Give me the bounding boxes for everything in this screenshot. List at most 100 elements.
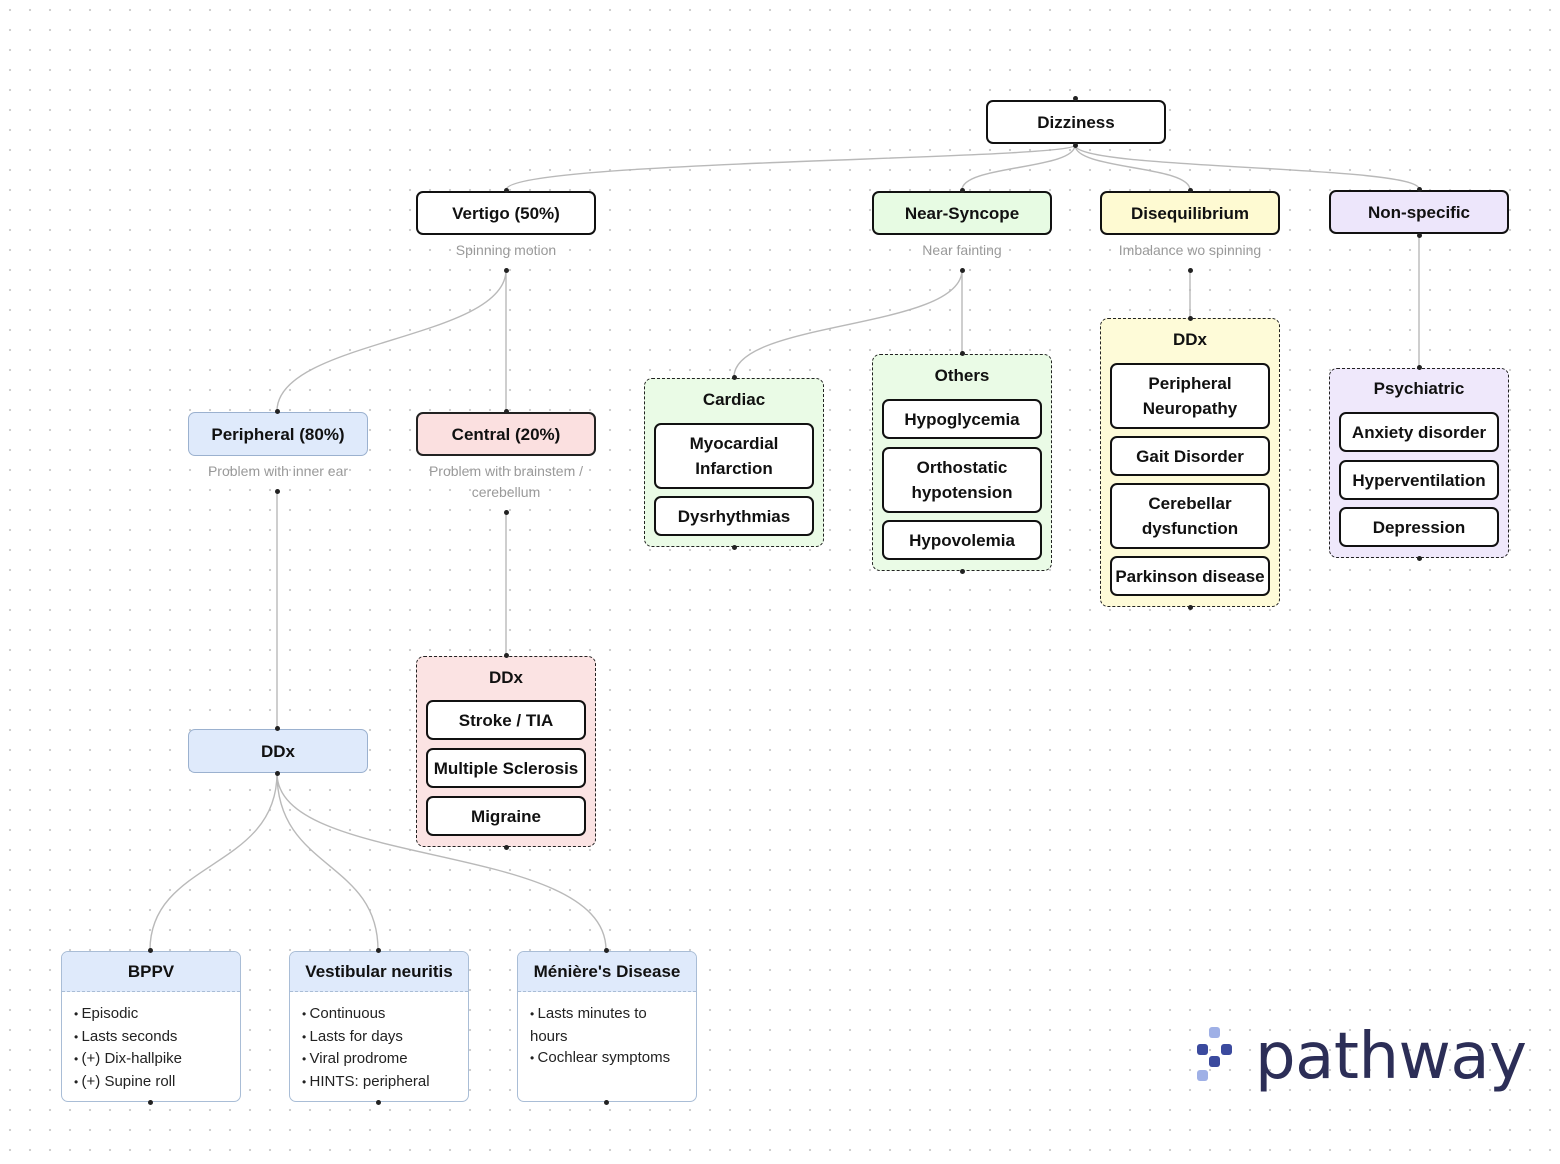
disequilibrium-ddx-item[interactable]: Parkinson disease [1110,556,1270,596]
others-item[interactable]: Hypovolemia [882,520,1042,560]
central-node[interactable]: Central (20%) [416,412,596,456]
disequilibrium-ddx-item[interactable]: Peripheral Neuropathy [1110,363,1270,429]
menieres-card-list: Lasts minutes to hours Cochlear symptoms [518,992,696,1070]
card-bullet: Viral prodrome [302,1048,458,1071]
connector-dot [274,770,280,776]
card-bullet: (+) Supine roll [74,1071,230,1094]
central-ddx-title: DDx [488,668,523,687]
connector-dot [959,267,965,273]
connector-dot [959,350,965,356]
connector-dot [503,267,509,273]
card-bullet: Lasts for days [302,1026,458,1049]
connector-dot [274,408,280,414]
connector-dot [503,844,509,850]
others-title: Others [934,366,990,385]
card-bullet: Cochlear symptoms [530,1047,686,1070]
connector-dot [147,947,153,953]
pathway-logo-wordmark: pathway [1255,1020,1527,1094]
central-ddx-group: DDx Stroke / TIA Multiple Sclerosis Migr… [416,656,596,847]
others-group: Others Hypoglycemia Orthostatic hypotens… [872,354,1052,571]
edge-ddx-vestibular [276,772,379,951]
card-bullet: (+) Dix-hallpike [74,1048,230,1071]
cardiac-title: Cardiac [702,390,766,409]
card-bullet: Lasts minutes to hours [530,1003,686,1047]
edge-root-nearsyncope [961,144,1076,191]
central-ddx-item[interactable]: Multiple Sclerosis [426,748,586,788]
non-specific-node[interactable]: Non-specific [1329,190,1509,234]
connector-dot [503,408,509,414]
connector-dot [603,947,609,953]
disequilibrium-ddx-title: DDx [1172,330,1207,349]
bppv-card-list: Episodic Lasts seconds (+) Dix-hallpike … [62,992,240,1094]
edge-vertigo-peripheral [276,269,507,412]
central-ddx-item[interactable]: Stroke / TIA [426,700,586,740]
bppv-card[interactable]: BPPV Episodic Lasts seconds (+) Dix-hall… [61,951,241,1102]
edge-root-vertigo [505,144,1076,191]
connector-dot [1072,142,1078,148]
vertigo-node[interactable]: Vertigo (50%) [416,191,596,235]
edge-nearsyncope-cardiac [733,269,963,378]
menieres-card[interactable]: Ménière's Disease Lasts minutes to hours… [517,951,697,1102]
psychiatric-item[interactable]: Anxiety disorder [1339,412,1499,452]
disequilibrium-ddx-item[interactable]: Cerebellar dysfunction [1110,483,1270,549]
vertigo-subtitle: Spinning motion [455,242,557,258]
vestibular-neuritis-card-title: Vestibular neuritis [290,952,468,992]
connector-dot [274,488,280,494]
connector-dot [375,1099,381,1105]
connector-dot [959,187,965,193]
psychiatric-item[interactable]: Hyperventilation [1339,460,1499,500]
card-bullet: Lasts seconds [74,1026,230,1049]
psychiatric-title: Psychiatric [1373,379,1465,398]
edge-ddx-bppv [149,772,278,951]
connector-dot [1416,232,1422,238]
edge-ddx-meniere [276,772,607,951]
disequilibrium-node[interactable]: Disequilibrium [1100,191,1280,235]
connector-dot [1187,187,1193,193]
connector-dot [1072,95,1078,101]
connector-dot [1416,186,1422,192]
connector-dot [603,1099,609,1105]
disequilibrium-ddx-item[interactable]: Gait Disorder [1110,436,1270,476]
connector-dot [1416,555,1422,561]
connector-dot [503,509,509,515]
others-item[interactable]: Hypoglycemia [882,399,1042,439]
connector-dot [1416,364,1422,370]
peripheral-subtitle: Problem with inner ear [207,463,349,479]
others-item[interactable]: Orthostatic hypotension [882,447,1042,513]
psychiatric-group: Psychiatric Anxiety disorder Hyperventil… [1329,368,1509,558]
connector-dot [731,544,737,550]
connector-dot [1187,267,1193,273]
bppv-card-title: BPPV [62,952,240,992]
connector-dot [731,374,737,380]
card-bullet: Episodic [74,1003,230,1026]
vestibular-neuritis-card-list: Continuous Lasts for days Viral prodrome… [290,992,468,1094]
connector-dot [503,652,509,658]
central-ddx-item[interactable]: Migraine [426,796,586,836]
peripheral-ddx-node[interactable]: DDx [188,729,368,773]
pathway-logo: pathway [1195,1022,1527,1092]
pathway-logo-icon [1197,1027,1232,1081]
edge-root-nonspecific [1074,144,1420,190]
central-subtitle: Problem with brainstem / cerebellum [428,463,584,500]
psychiatric-item[interactable]: Depression [1339,507,1499,547]
cardiac-item[interactable]: Myocardial Infarction [654,423,814,489]
cardiac-group: Cardiac Myocardial Infarction Dysrhythmi… [644,378,824,547]
dizziness-node[interactable]: Dizziness [986,100,1166,144]
near-syncope-node[interactable]: Near-Syncope [872,191,1052,235]
cardiac-item[interactable]: Dysrhythmias [654,496,814,536]
connector-dot [274,725,280,731]
connector-dot [503,187,509,193]
disequilibrium-subtitle: Imbalance wo spinning [1118,242,1262,258]
peripheral-node[interactable]: Peripheral (80%) [188,412,368,456]
menieres-card-title: Ménière's Disease [518,952,696,992]
connector-dot [959,568,965,574]
card-bullet: HINTS: peripheral [302,1071,458,1094]
edge-root-disequilibrium [1074,144,1191,191]
card-bullet: Continuous [302,1003,458,1026]
disequilibrium-ddx-group: DDx Peripheral Neuropathy Gait Disorder … [1100,318,1280,607]
connector-dot [375,947,381,953]
vestibular-neuritis-card[interactable]: Vestibular neuritis Continuous Lasts for… [289,951,469,1102]
near-syncope-subtitle: Near fainting [922,242,1002,258]
connector-dot [1187,315,1193,321]
